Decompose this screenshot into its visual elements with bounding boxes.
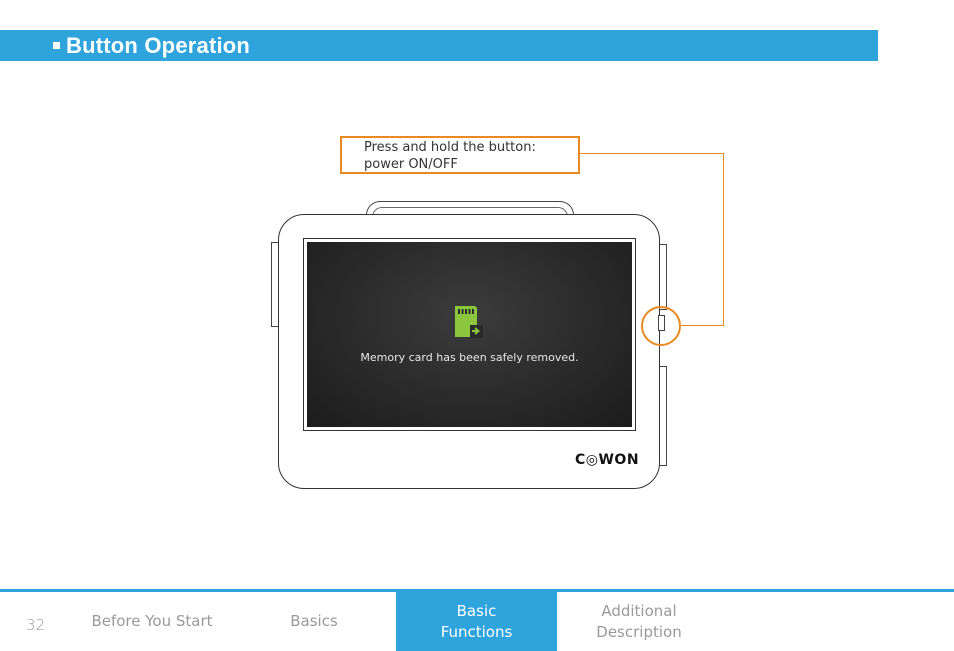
- tab-label-line-2: Functions: [440, 622, 513, 641]
- tab-label-line-2: Description: [596, 622, 682, 641]
- tab-label-line-1: Additional: [601, 601, 677, 620]
- tab-basic-functions[interactable]: Basic Functions: [396, 592, 557, 651]
- leader-line-vertical: [723, 153, 724, 326]
- leader-line-horizontal-top: [580, 153, 724, 154]
- footer-divider: [0, 589, 954, 592]
- callout-line-2: power ON/OFF: [364, 157, 458, 172]
- tab-before-you-start[interactable]: Before You Start: [74, 592, 230, 651]
- section-title: Button Operation: [66, 32, 251, 58]
- tab-label: Basics: [290, 612, 338, 630]
- tab-basics[interactable]: Basics: [234, 592, 394, 651]
- screen-message: Memory card has been safely removed.: [360, 351, 579, 364]
- page-number: 32: [26, 616, 46, 634]
- bullet-icon: [53, 42, 60, 49]
- device-right-lower-edge: [658, 366, 667, 466]
- sd-card-eject-icon: [455, 306, 483, 338]
- device-screen: Memory card has been safely removed.: [307, 242, 632, 427]
- leader-line-horizontal-bottom: [681, 325, 724, 326]
- cowon-logo: C◎WON: [575, 452, 640, 468]
- callout-line-1: Press and hold the button:: [364, 140, 536, 155]
- tab-label: Before You Start: [91, 612, 213, 630]
- tab-label-line-1: Basic: [456, 601, 497, 620]
- section-header: Button Operation: [0, 30, 878, 61]
- footer-nav: 32 Before You Start Basics Basic Functio…: [0, 592, 954, 651]
- button-highlight-circle: [641, 306, 681, 346]
- device-left-side-button: [271, 242, 280, 327]
- callout-box: Press and hold the button: power ON/OFF: [340, 136, 580, 174]
- tab-additional-description[interactable]: Additional Description: [559, 592, 719, 651]
